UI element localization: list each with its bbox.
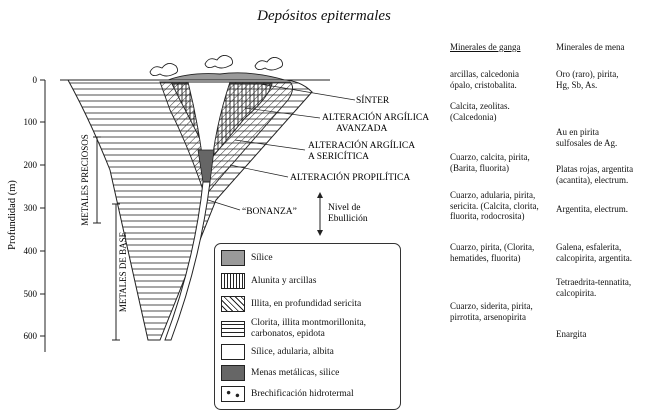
axis-tick-label: 300 — [24, 203, 38, 213]
ganga-entry: Cuarzo, adularia, pirita, sericita. (Cal… — [450, 190, 539, 221]
axis-tick-label: 500 — [24, 289, 38, 299]
ganga-entry: arcillas, calcedonia ópalo, cristobalita… — [450, 69, 519, 90]
mena-entry: Oro (raro), pirita, Hg, Sb, As. — [556, 69, 619, 90]
legend-label: Clorita, illita montmorillonita, carbona… — [251, 318, 367, 339]
depth-axis: 0 100 200 300 400 500 600 Profundidad (m… — [7, 75, 46, 352]
legend-swatch — [221, 365, 245, 381]
legend-label: Alunita y arcillas — [251, 276, 317, 286]
axis-tick-label: 400 — [24, 246, 38, 256]
legend-item-brecha: Brechificación hidrotermal — [221, 386, 354, 402]
sinter-cap — [167, 72, 286, 81]
legend-item-menas: Menas metálicas, silice — [221, 365, 339, 381]
ganga-entry: Cuarzo, calcita, pirita, (Barita, fluori… — [450, 152, 530, 173]
boiling-level-indicator: Nivel de Ebullición — [317, 192, 368, 236]
diagram-title: Depósitos epitermales — [257, 8, 391, 24]
leader-propilitica — [229, 164, 289, 178]
axis-label: Profundidad (m) — [7, 180, 18, 250]
axis-tick-label: 200 — [24, 160, 38, 170]
ganga-header: Minerales de ganga — [450, 42, 521, 52]
mena-entry: Enargita — [556, 329, 587, 339]
label-propilitica: ALTERACIÓN PROPILÍTICA — [290, 171, 410, 183]
legend-label: Sílice — [251, 253, 273, 263]
label-ebullicion-2: Ebullición — [328, 214, 368, 224]
legend-label: Menas metálicas, silice — [251, 368, 340, 378]
legend-swatch — [221, 321, 245, 337]
steam-cloud — [254, 57, 284, 71]
axis-tick-label: 100 — [24, 117, 38, 127]
legend-item-illita: Illita, en profundidad sericita — [221, 296, 361, 312]
ganga-entry: Cuarzo, pirita, (Clorita, hematides, flu… — [450, 242, 535, 263]
label-bonanza: “BONANZA” — [242, 207, 297, 217]
legend-swatch — [221, 273, 245, 289]
legend-swatch — [221, 250, 245, 266]
ganga-entry: Cuarzo, siderita, pirita, pirrotita, ars… — [450, 301, 533, 322]
leader-avanzada — [244, 107, 321, 119]
axis-tick-label: 0 — [33, 75, 38, 85]
steam-cloud — [149, 63, 179, 77]
ganga-entry: Calcita, zeolitas. (Calcedonia) — [450, 101, 510, 122]
label-avanzada-1: ALTERACIÓN ARGÍLICA — [322, 111, 429, 123]
label-sericitica-1: ALTERACIÓN ARGÍLICA — [308, 139, 415, 151]
legend-swatch — [221, 296, 245, 312]
bracket-label-base: METALES DE BASE — [118, 231, 128, 312]
label-sinter: SÍNTER — [356, 94, 390, 106]
mena-entry: Argentita, electrum. — [556, 204, 629, 214]
legend-swatch — [221, 386, 245, 402]
leader-sinter — [259, 83, 356, 101]
legend-item-alunita: Alunita y arcillas — [221, 273, 316, 289]
legend-item-silice: Sílice — [221, 250, 273, 266]
mena-entry: Galena, esfalerita, calcopirita, argenti… — [556, 242, 633, 263]
legend-item-adularia: Sílice, adularia, albita — [221, 344, 334, 360]
leader-bonanza — [207, 199, 241, 211]
legend-label: Brechificación hidrotermal — [251, 389, 354, 399]
leader-sericitica — [234, 139, 306, 151]
propylitic-zone — [67, 79, 313, 341]
steam-cloud — [204, 55, 234, 69]
legend-label: Illita, en profundidad sericita — [251, 299, 362, 309]
mena-entry: Platas rojas, argentita (acantita), elec… — [556, 164, 634, 185]
vein — [164, 181, 211, 341]
mena-header: Minerales de mena — [556, 42, 625, 52]
legend-item-clorita: Clorita, illita montmorillonita, carbona… — [221, 316, 366, 342]
label-ebullicion-1: Nivel de — [328, 203, 360, 213]
legend-swatch — [221, 344, 245, 360]
mena-entry: Au en pirita sulfosales de Ag. — [556, 127, 618, 148]
label-avanzada-2: AVANZADA — [336, 124, 388, 134]
mena-entry: Tetraedrita-tennatita, calcopirita. — [556, 277, 632, 298]
legend-box: Sílice Alunita y arcillas Illita, en pro… — [214, 243, 401, 410]
label-sericitica-2: A SERICÍTICA — [308, 150, 369, 162]
legend-label: Sílice, adularia, albita — [251, 347, 334, 357]
bracket-preciosos: METALES PRECIOSOS — [80, 134, 101, 226]
bracket-label-preciosos: METALES PRECIOSOS — [80, 134, 90, 226]
axis-tick-label: 600 — [24, 331, 38, 341]
